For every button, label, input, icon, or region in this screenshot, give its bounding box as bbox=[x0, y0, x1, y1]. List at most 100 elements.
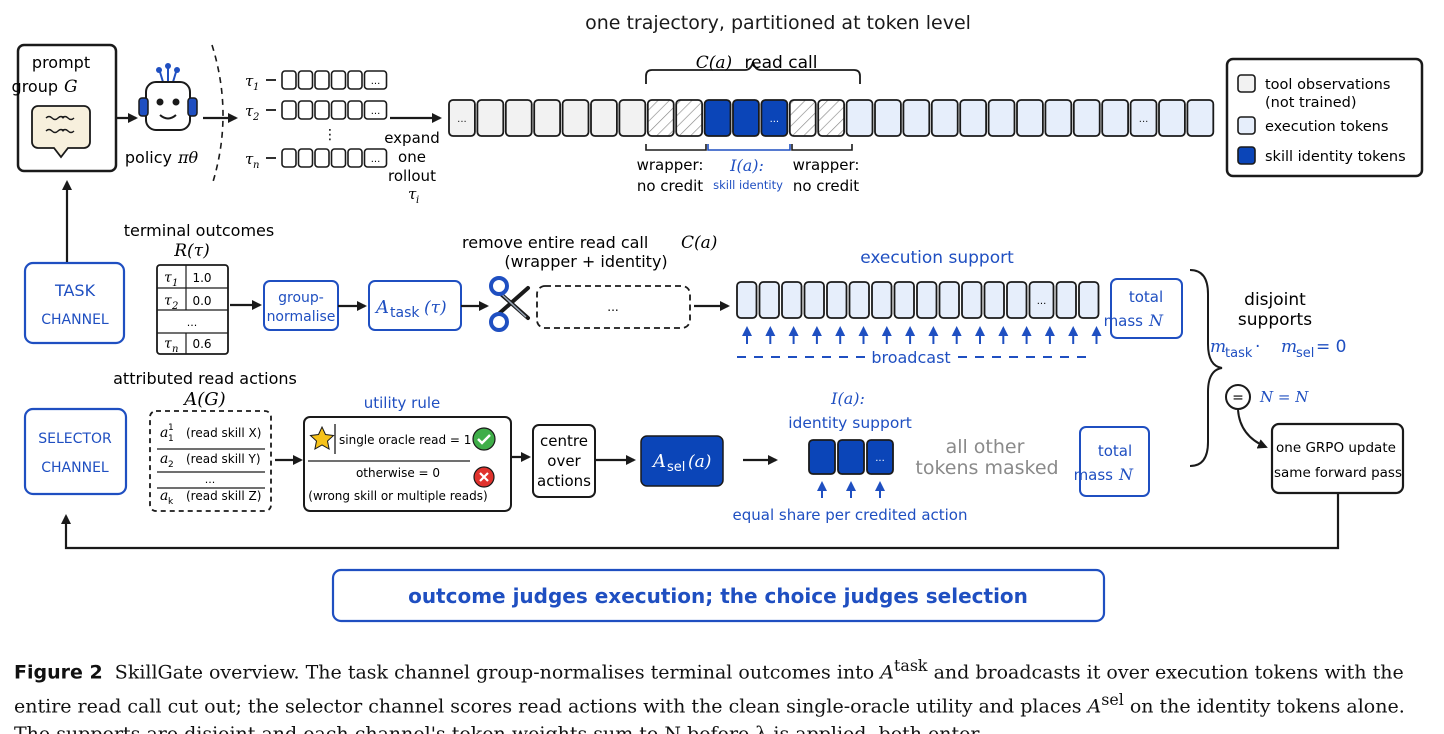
disjoint-line2: supports bbox=[1238, 310, 1312, 330]
star-icon bbox=[309, 425, 335, 450]
trajectory-token-exec bbox=[1186, 99, 1215, 137]
execution-token bbox=[893, 281, 915, 319]
task-total-mass-2: mass bbox=[1104, 312, 1144, 330]
expand-line3: rollout bbox=[388, 167, 436, 185]
outcomes-var: R(τ) bbox=[173, 241, 209, 261]
wrapper-right-label1: wrapper: bbox=[793, 156, 860, 174]
wrapper-left-label2: no credit bbox=[637, 177, 703, 195]
execution-token bbox=[848, 281, 870, 319]
asel-box bbox=[640, 435, 724, 487]
selector-total-mass-box bbox=[1079, 426, 1150, 497]
action-var: a bbox=[160, 488, 168, 504]
wrapper-right-bracket bbox=[791, 144, 853, 151]
action-sup: 1 bbox=[168, 423, 174, 433]
caption-label: Figure 2 bbox=[14, 661, 103, 684]
task-total-mass-box bbox=[1110, 278, 1183, 339]
skillgate-diagram: one trajectory, partitioned at token lev… bbox=[12, 12, 1424, 623]
rollout-token bbox=[363, 100, 388, 120]
broadcast-label: broadcast bbox=[871, 348, 950, 367]
asel-arg: (a) bbox=[688, 452, 711, 472]
actions-title: attributed read actions bbox=[113, 369, 297, 388]
selector-total-mass-var: N bbox=[1118, 465, 1134, 484]
top-title: one trajectory, partitioned at token lev… bbox=[585, 12, 971, 34]
execution-token bbox=[1078, 281, 1100, 319]
legend-item2: execution tokens bbox=[1265, 119, 1388, 135]
trajectory-token-exec bbox=[987, 99, 1016, 137]
disjoint-brace bbox=[1189, 269, 1223, 467]
wrapper-right-label2: no credit bbox=[793, 177, 859, 195]
grpo-line2: same forward pass bbox=[1274, 465, 1402, 481]
trajectory-token-obs bbox=[448, 99, 476, 137]
execution-token bbox=[758, 281, 780, 319]
outcome-dots: ... bbox=[187, 316, 198, 329]
centre-box bbox=[532, 424, 596, 498]
actions-var: A(G) bbox=[182, 389, 225, 410]
trajectory-token-exec bbox=[1101, 99, 1129, 137]
action-sub: 1 bbox=[168, 434, 174, 444]
utility-title: utility rule bbox=[364, 394, 441, 412]
execution-token bbox=[983, 281, 1005, 319]
rollout-token bbox=[330, 70, 347, 90]
atask-A: A bbox=[374, 297, 389, 318]
rollout-token bbox=[281, 70, 297, 90]
action-var: a bbox=[160, 451, 168, 467]
all-other-line1: all other bbox=[946, 436, 1025, 458]
trajectory-token-exec bbox=[1016, 99, 1044, 137]
outcome-value: 0.0 bbox=[192, 294, 211, 308]
scissors-icon bbox=[489, 276, 530, 332]
trajectory-token-exec bbox=[845, 99, 874, 137]
speech-bubble-icon bbox=[31, 105, 91, 159]
equals-circle-symbol: = bbox=[1232, 390, 1244, 406]
rollout-tau: τ bbox=[245, 150, 254, 168]
eq-zero: = 0 bbox=[1316, 337, 1346, 357]
execution-token bbox=[961, 281, 983, 319]
task-total-mass-1: total bbox=[1129, 288, 1163, 306]
eq-m2: m bbox=[1281, 337, 1297, 357]
selector-channel-label2: CHANNEL bbox=[41, 460, 109, 476]
identity-dots: ... bbox=[875, 453, 885, 464]
equal-share-label: equal share per credited action bbox=[733, 506, 968, 524]
utility-rule-box: single oracle read = 1 otherwise = 0 (wr… bbox=[303, 416, 512, 512]
rollout-tau-sub: 2 bbox=[252, 112, 259, 123]
rollout-token bbox=[297, 70, 314, 90]
identity-bracket bbox=[707, 144, 791, 151]
remove-title-var: C(a) bbox=[681, 233, 717, 253]
outcomes-title: terminal outcomes bbox=[124, 221, 274, 240]
equal-share-arrows bbox=[817, 481, 885, 498]
identity-label: skill identity bbox=[713, 178, 783, 192]
action-text: (read skill Y) bbox=[186, 452, 261, 466]
summary-banner-text: outcome judges execution; the choice jud… bbox=[408, 584, 1028, 608]
identity-var: I(a): bbox=[729, 156, 764, 175]
policy-var: πθ bbox=[177, 148, 199, 167]
trajectory-token-wrap bbox=[788, 99, 817, 137]
eq-dot: · bbox=[1255, 337, 1260, 357]
rollout-token bbox=[363, 70, 388, 90]
identity-support-title: identity support bbox=[788, 414, 912, 432]
rollout-token bbox=[314, 100, 330, 120]
prompt-group-var: G bbox=[64, 77, 78, 97]
task-channel-label1: TASK bbox=[54, 281, 96, 300]
execution-dots: ... bbox=[1037, 296, 1047, 307]
trajectory-token-exec bbox=[959, 99, 988, 137]
group-normalise-label1: group- bbox=[278, 290, 324, 306]
policy-label: policy bbox=[125, 148, 172, 167]
execution-token bbox=[803, 281, 825, 319]
legend-swatch-observation bbox=[1237, 74, 1256, 93]
trajectory-token-exec bbox=[1044, 99, 1073, 137]
rollout-tau: τ bbox=[245, 102, 254, 120]
read-call-label: read call bbox=[745, 53, 818, 73]
equals-circle bbox=[1225, 384, 1251, 410]
rollout-token bbox=[281, 148, 297, 168]
legend: tool observations (not trained) executio… bbox=[1225, 57, 1424, 178]
selector-total-mass-1: total bbox=[1098, 442, 1132, 460]
action-text: (read skill Z) bbox=[186, 489, 261, 503]
rollout-token bbox=[297, 148, 314, 168]
trajectory-token-wrap bbox=[817, 99, 846, 137]
rollout-token-dots: ... bbox=[371, 106, 381, 117]
rollout-token-dots: ... bbox=[371, 154, 381, 165]
remove-title2: (wrapper + identity) bbox=[504, 252, 667, 271]
caption-a1: A bbox=[880, 661, 895, 684]
trajectory-dots: ... bbox=[457, 114, 467, 125]
rollout-token bbox=[314, 148, 330, 168]
trajectory-token-obs bbox=[476, 99, 505, 137]
